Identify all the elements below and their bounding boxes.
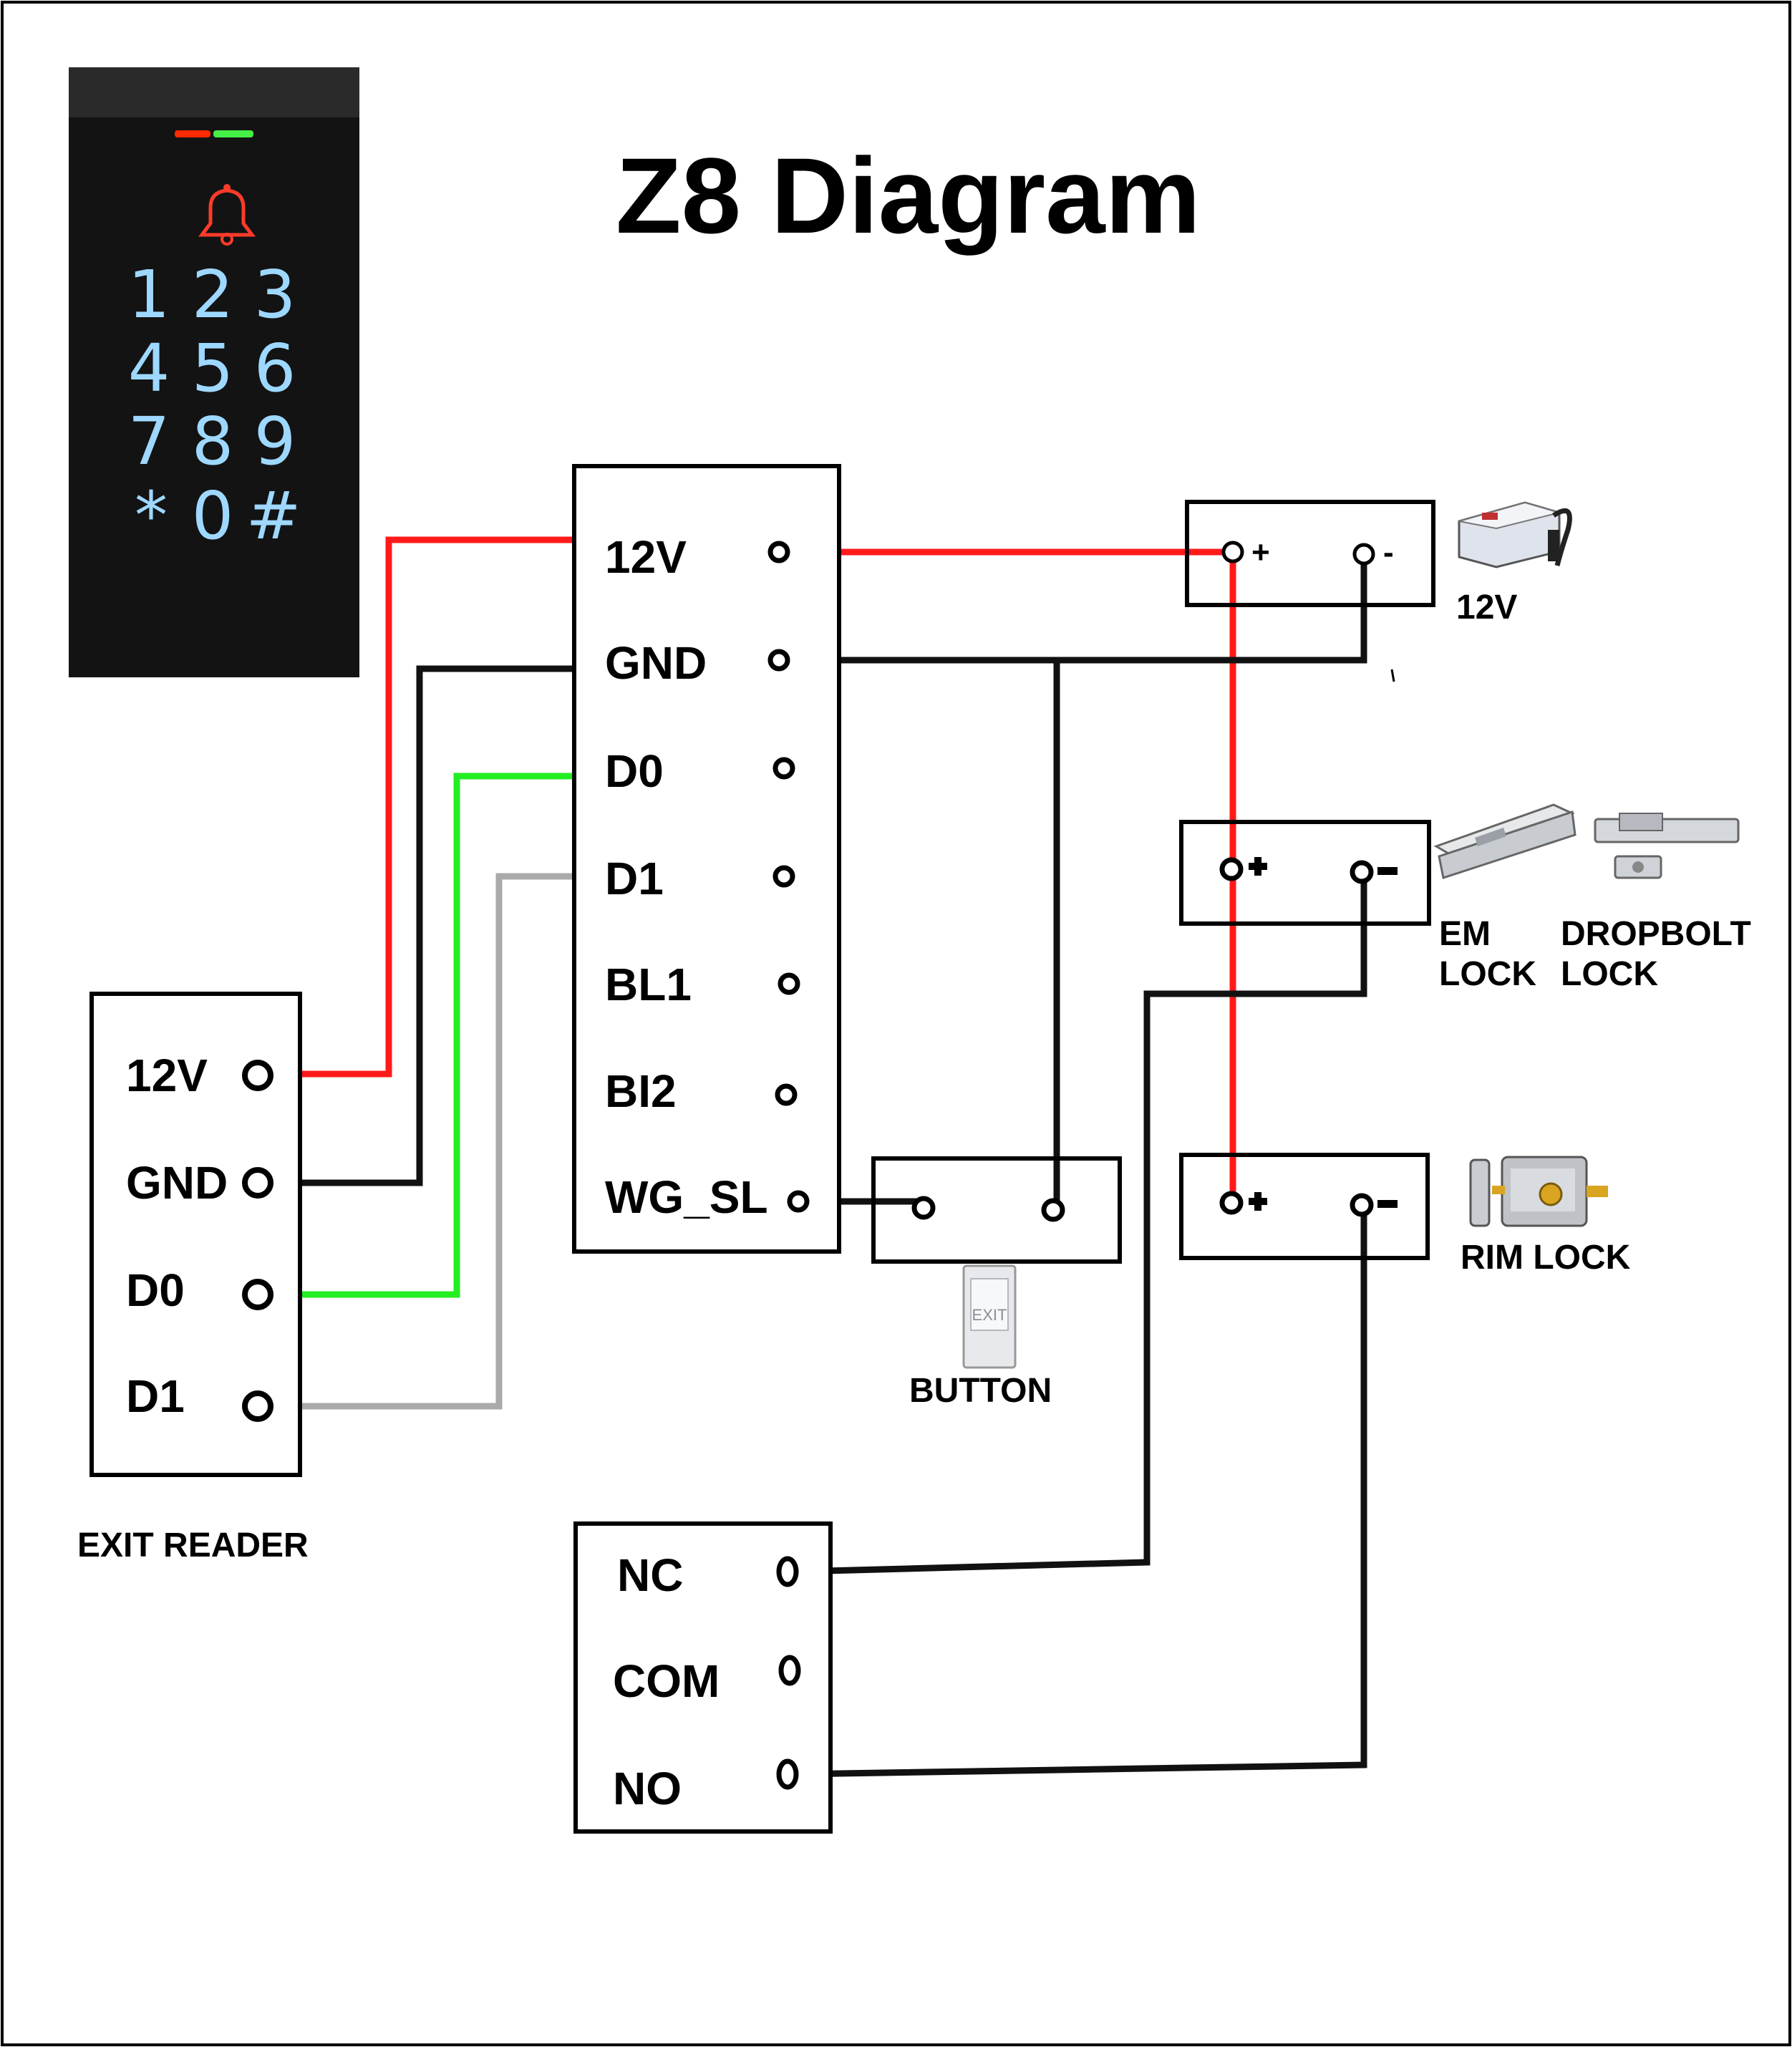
keypad-key: * [135,478,168,554]
dropbolt-lock-caption-line1: DROPBOLT [1561,915,1751,953]
em-lock-plus-mark [1249,857,1267,876]
exit-reader-terminal-12v [242,1060,273,1091]
rim-lock-plus-mark [1249,1192,1267,1211]
controller-terminal-label: D0 [605,745,664,797]
exit-button-plate-text: EXIT [972,1306,1007,1324]
power-supply-terminals: + - 12V [1185,500,1572,682]
em-lock-terminals [1179,820,1431,926]
power-supply-icon [1458,501,1572,568]
relay-terminal-no [776,1758,799,1790]
psu-plus-label: + [1251,535,1270,570]
controller-terminal-label: WG_SL [605,1171,768,1223]
button-terminal-2 [1041,1198,1065,1222]
em-lock-terminal-plus [1219,857,1244,881]
relay-terminal-com [778,1655,801,1686]
wire-12v-reader [267,536,574,1078]
wire-gnd-reader [267,665,574,1186]
relay-terminal-label: COM [613,1655,720,1707]
keypad-key: 8 [192,403,234,480]
wire-gnd-psu [788,554,1367,664]
exit-reader-caption: EXIT READER [77,1526,309,1564]
controller-terminal-label: GND [605,637,707,689]
wire-d0-reader [267,773,574,1298]
keypad-key: 5 [192,330,234,407]
controller-terminal-label: BL1 [605,959,692,1010]
dropbolt-lock-caption-line2: LOCK [1561,955,1658,993]
rim-lock-terminal-minus [1350,1193,1374,1217]
exit-button-icon: EXIT [962,1264,1017,1369]
exit-reader-terminal-d0 [242,1279,273,1310]
stray-mark [1390,669,1395,682]
exit-reader-terminal-gnd [242,1167,273,1199]
em-lock-box [1179,820,1431,926]
diagram-title: Z8 Diagram [616,135,1201,256]
psu-box [1185,500,1435,607]
wire-d1-reader [267,873,574,1410]
wire-emlock-nc [797,872,1367,1575]
controller-terminal-bl1 [778,972,800,995]
keypad-body [69,67,359,677]
relay-terminal-label: NO [613,1763,682,1814]
keypad-device: 1 2 3 4 5 6 7 8 9 * 0 # [69,67,359,677]
controller-terminal-label: BI2 [605,1065,677,1117]
controller-terminal-d0 [773,757,795,780]
rim-lock-box [1179,1153,1430,1260]
button-terminal-1 [911,1196,936,1220]
keypad-key: 7 [128,403,170,480]
exit-reader-terminal-label: GND [126,1157,228,1209]
rim-lock-terminal-plus [1219,1191,1244,1215]
psu-caption: 12V [1456,589,1517,626]
keypad-key: 4 [128,330,170,407]
psu-minus-label: - [1383,535,1394,570]
exit-button-terminals [871,1156,1122,1264]
controller-box [572,464,841,1254]
controller-board: 12V GND D0 D1 BL1 BI2 WG_SL [572,464,841,1254]
keypad-key: 0 [192,478,234,554]
keypad-top-bevel [69,67,359,117]
controller-terminal-12v [767,541,790,563]
exit-reader: 12V GND D0 D1 EXIT READER [77,992,309,1564]
em-lock-caption-line1: EM [1439,915,1491,953]
rim-lock-minus-mark [1377,1200,1398,1208]
keypad-key: 2 [192,256,234,333]
exit-reader-terminal-label: 12V [126,1050,208,1101]
bell-icon [198,184,256,246]
keypad-key: 6 [254,330,296,407]
rim-lock-terminals [1179,1153,1430,1260]
exit-button-face [970,1278,1009,1331]
keypad-key: 1 [128,256,170,333]
controller-terminal-label: D1 [605,853,664,904]
controller-terminal-d1 [773,865,795,888]
relay-terminal-label: NC [617,1549,683,1601]
rim-lock-caption: RIM LOCK [1461,1239,1631,1277]
button-box [871,1156,1122,1264]
relay-terminal-nc [776,1556,799,1587]
psu-terminal-minus [1352,543,1375,566]
keypad-key: 9 [254,403,296,480]
em-lock-terminal-minus [1350,860,1374,884]
button-caption: BUTTON [909,1372,1052,1410]
em-lock-minus-mark [1377,867,1398,875]
wire-rimlock-no [797,1205,1367,1778]
keypad-led-green [213,130,253,137]
keypad-key: 3 [254,256,296,333]
controller-terminal-wgsl [787,1190,810,1213]
psu-terminal-plus [1221,541,1244,563]
controller-terminal-gnd [767,649,790,672]
dropbolt-lock-icon [1594,813,1740,879]
exit-reader-terminal-label: D1 [126,1370,185,1422]
keypad-led-red [175,130,210,137]
exit-reader-terminal-d1 [242,1390,273,1422]
relay-block: NC COM NO [573,1521,833,1834]
exit-reader-terminal-label: D0 [126,1264,185,1316]
rim-lock-icon [1469,1156,1608,1227]
keypad-key: # [246,478,301,554]
em-lock-caption-line2: LOCK [1439,955,1536,993]
controller-terminal-bi2 [775,1083,798,1106]
em-lock-icon [1433,803,1577,879]
controller-terminal-label: 12V [605,531,687,583]
